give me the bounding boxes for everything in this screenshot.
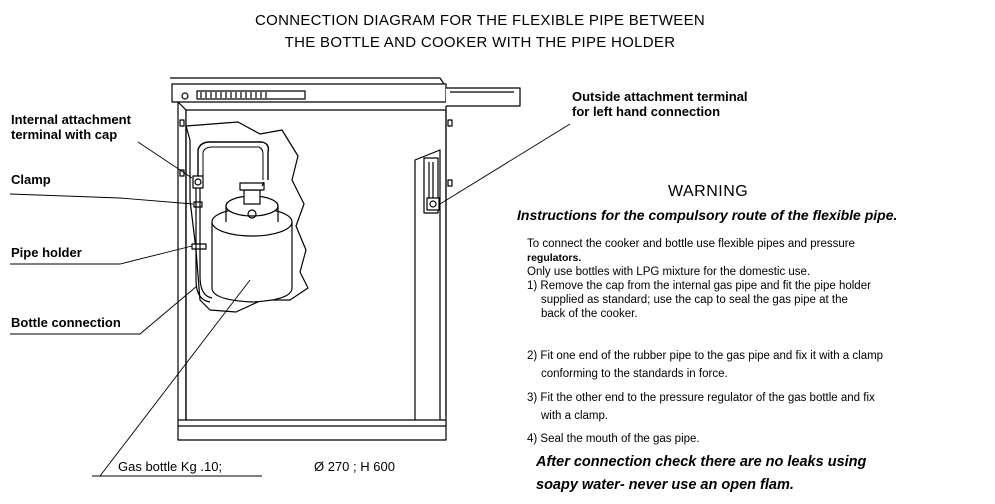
warning-final-line-1: After connection check there are no leak… xyxy=(536,454,867,470)
warning-step-4: 4) Seal the mouth of the gas pipe. xyxy=(527,433,700,445)
hob-rear xyxy=(446,87,521,107)
title-line-2: THE BOTTLE AND COOKER WITH THE PIPE HOLD… xyxy=(284,34,676,51)
leader-pipe-holder xyxy=(10,245,193,265)
label-outside-line-1: Outside attachment terminal xyxy=(572,89,748,104)
label-internal-line-1: Internal attachment xyxy=(11,112,131,127)
label-gas-dimensions: Ø 270 ; H 600 xyxy=(314,459,395,474)
leader-gas-bottle xyxy=(92,279,262,477)
gas-pipe xyxy=(197,141,270,180)
step-2-line-1: 2) Fit one end of the rubber pipe to the… xyxy=(527,350,884,362)
flexible-hose xyxy=(261,181,265,187)
knob-marks xyxy=(200,92,267,98)
warning-p1-line-1: To connect the cooker and bottle use fle… xyxy=(527,238,855,250)
leader-internal xyxy=(137,141,193,179)
gas-bottle-body xyxy=(211,222,293,303)
warning-p2: Only use bottles with LPG mixture for th… xyxy=(527,266,811,278)
leader-clamp xyxy=(9,193,194,205)
step-3-line-2: with a clamp. xyxy=(541,410,609,422)
diagram-title: CONNECTION DIAGRAM FOR THE FLEXIBLE PIPE… xyxy=(200,10,760,54)
warning-heading: WARNING xyxy=(668,183,749,200)
warning-step-3: 3) Fit the other end to the pressure reg… xyxy=(527,389,875,425)
clamp xyxy=(193,201,203,208)
label-internal-terminal: Internal attachment terminal with cap xyxy=(11,112,131,142)
gas-bottle-valve xyxy=(243,189,261,205)
internal-terminal xyxy=(192,175,204,189)
warning-step-1: 1) Remove the cap from the internal gas … xyxy=(527,279,871,321)
hob-screw xyxy=(181,92,189,100)
warning-final-line-2: soapy water- never use an open flam. xyxy=(536,477,794,493)
outside-terminal xyxy=(426,197,440,211)
warning-subheading: Instructions for the compulsory route of… xyxy=(517,207,898,223)
label-internal-line-2: terminal with cap xyxy=(11,127,118,142)
warning-step-2: 2) Fit one end of the rubber pipe to the… xyxy=(527,347,883,383)
cabinet-plinth xyxy=(177,419,447,441)
step-1-line-3: back of the cooker. xyxy=(541,308,638,320)
step-1-line-2: supplied as standard; use the cap to sea… xyxy=(541,294,848,306)
step-1-line-1: 1) Remove the cap from the internal gas … xyxy=(527,280,871,292)
warning-paragraph-1: To connect the cooker and bottle use fle… xyxy=(527,237,855,279)
step-2-line-2: conforming to the standards in force. xyxy=(541,368,728,380)
label-bottle-connection: Bottle connection xyxy=(11,315,121,330)
pipe-holder xyxy=(191,243,207,250)
label-pipe-holder: Pipe holder xyxy=(11,245,82,260)
label-outside-line-2: for left hand connection xyxy=(572,104,721,119)
label-clamp: Clamp xyxy=(11,172,51,187)
label-gas-bottle: Gas bottle Kg .10; xyxy=(118,459,223,474)
leader-bottle xyxy=(10,285,198,335)
leader-outside xyxy=(439,123,571,205)
label-outside-terminal: Outside attachment terminal for left han… xyxy=(572,89,748,119)
hob-lid xyxy=(170,77,445,85)
step-3-line-1: 3) Fit the other end to the pressure reg… xyxy=(527,392,875,404)
warning-p1-line-2: regulators. xyxy=(527,252,582,264)
cabinet-left-side xyxy=(177,101,187,427)
title-line-1: CONNECTION DIAGRAM FOR THE FLEXIBLE PIPE… xyxy=(254,12,706,29)
